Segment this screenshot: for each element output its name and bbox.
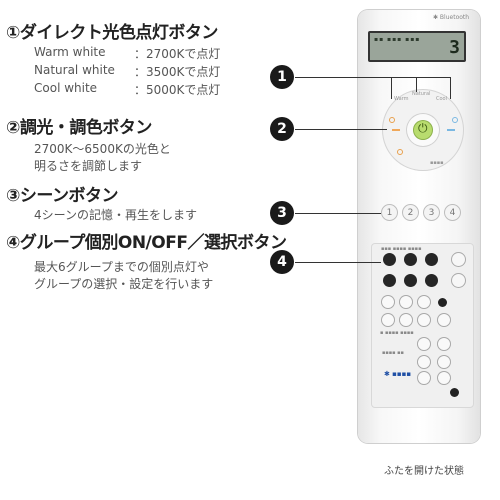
cool-dial-marker: [447, 129, 455, 131]
feature-desc-group-line1: 最大6グループまでの個別点灯や: [34, 260, 209, 274]
group-button-6[interactable]: [425, 274, 438, 287]
feature-desc-group-line2: グループの選択・設定を行います: [34, 277, 214, 291]
lcd-status-row: ▪▪ ▪▪▪ ▪▪▪: [374, 36, 421, 43]
reset-button[interactable]: [450, 388, 459, 397]
setting-button-5[interactable]: [400, 314, 412, 326]
setting-button-7[interactable]: [438, 314, 450, 326]
ring-label-bottom: ▪▪▪▪: [430, 160, 444, 166]
leader-line-1: [295, 77, 450, 78]
scene-button-1[interactable]: 1: [382, 205, 397, 220]
group-side-button-bottom[interactable]: [452, 274, 465, 287]
spec-warm-white-name: Warm white: [34, 45, 106, 59]
brightness-up-icon[interactable]: [452, 117, 458, 123]
brightness-down-icon[interactable]: [389, 117, 395, 123]
feature-desc-dimming-line2: 明るさを調節します: [34, 159, 143, 173]
bluetooth-pairing-icon: ✱ ▪▪▪▪: [384, 370, 412, 378]
setting-button-11[interactable]: [438, 356, 450, 368]
badge-3: 3: [270, 201, 294, 225]
spec-cool-white-value: ：5000Kで点灯: [134, 83, 221, 97]
spec-cool-white-name: Cool white: [34, 81, 98, 95]
setting-button-9[interactable]: [438, 338, 450, 350]
caption-lid-open: ふたを開けた状態: [384, 466, 464, 477]
feature-title-scene: ③シーンボタン: [6, 186, 119, 206]
leader-drop-1c: [450, 77, 451, 99]
badge-1: 1: [270, 65, 294, 89]
panel-header-label: ▪▪▪ ▪▪▪▪ ▪▪▪▪: [381, 246, 422, 252]
group-button-3[interactable]: [425, 253, 438, 266]
warm-dial-marker: [392, 129, 400, 131]
setting-button-10[interactable]: [418, 356, 430, 368]
feature-desc-scene-line1: 4シーンの記憶・再生をします: [34, 208, 198, 222]
feature-title-direct-color: ①ダイレクト光色点灯ボタン: [6, 23, 218, 43]
setting-button-dark[interactable]: [438, 298, 447, 307]
leader-line-4: [295, 262, 381, 263]
spec-natural-white-name: Natural white: [34, 63, 115, 77]
warm-white-button[interactable]: Warm: [394, 96, 409, 102]
leader-drop-1a: [391, 77, 392, 99]
warm-dial-dot: [397, 149, 403, 155]
leader-line-2: [295, 129, 387, 130]
bluetooth-logo-icon: ✱ Bluetooth: [433, 14, 470, 21]
leader-drop-1b: [416, 77, 417, 92]
natural-white-button[interactable]: Natural: [412, 91, 431, 97]
group-side-button-top[interactable]: [452, 253, 465, 266]
lcd-scene-digit: 3: [449, 37, 460, 58]
spec-natural-white-value: ：3500Kで点灯: [134, 65, 221, 79]
badge-2: 2: [270, 117, 294, 141]
setting-button-6[interactable]: [418, 314, 430, 326]
leader-line-3: [295, 213, 381, 214]
group-button-2[interactable]: [404, 253, 417, 266]
group-button-5[interactable]: [404, 274, 417, 287]
scene-button-4[interactable]: 4: [445, 205, 460, 220]
feature-title-group: ④グループ個別ON/OFF／選択ボタン: [6, 233, 287, 253]
lcd-display: ▪▪ ▪▪▪ ▪▪▪ 3: [368, 31, 466, 62]
badge-4: 4: [270, 250, 294, 274]
group-button-4[interactable]: [383, 274, 396, 287]
setting-button-8[interactable]: [418, 338, 430, 350]
power-icon: ⏻: [418, 121, 428, 135]
scene-button-3[interactable]: 3: [424, 205, 439, 220]
setting-button-2[interactable]: [400, 296, 412, 308]
setting-button-13[interactable]: [438, 372, 450, 384]
panel-section-label-1: ▪ ▪▪▪▪ ▪▪▪▪: [380, 330, 414, 336]
power-button[interactable]: [414, 121, 432, 139]
group-button-1[interactable]: [383, 253, 396, 266]
feature-title-dimming: ②調光・調色ボタン: [6, 118, 152, 138]
setting-button-3[interactable]: [418, 296, 430, 308]
feature-desc-dimming-line1: 2700K～6500Kの光色と: [34, 142, 171, 156]
scene-button-2[interactable]: 2: [403, 205, 418, 220]
cool-white-button[interactable]: Cool: [436, 96, 447, 102]
spec-warm-white-value: ：2700Kで点灯: [134, 47, 221, 61]
setting-button-4[interactable]: [382, 314, 394, 326]
setting-button-1[interactable]: [382, 296, 394, 308]
setting-button-12[interactable]: [418, 372, 430, 384]
panel-section-label-2: ▪▪▪▪ ▪▪: [382, 350, 404, 356]
